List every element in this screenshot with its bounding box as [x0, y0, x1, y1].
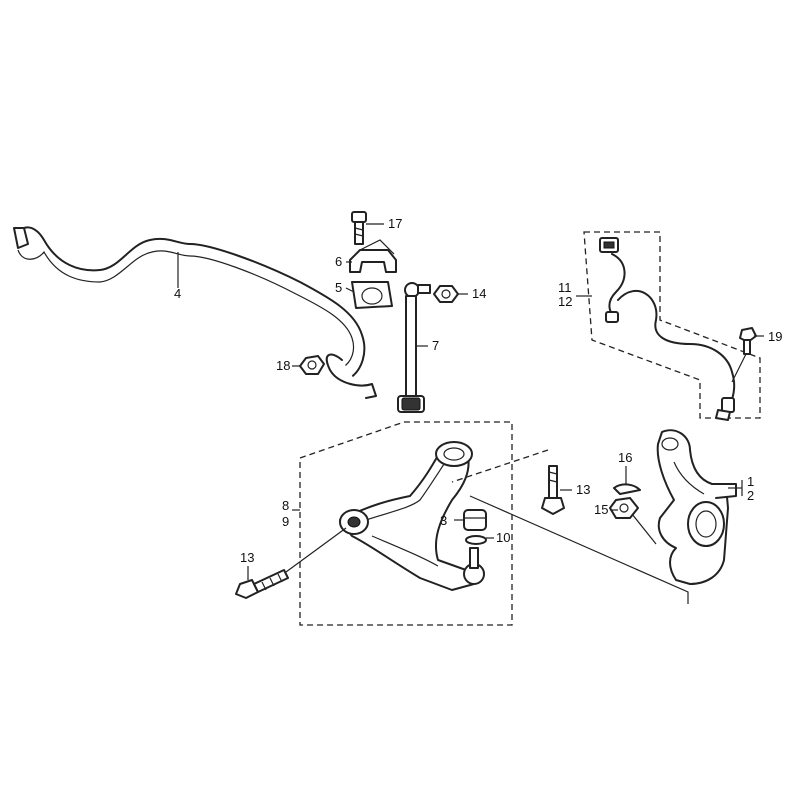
- callout-13-left: 13: [240, 550, 254, 565]
- nut-14: [433, 285, 459, 303]
- callout-17: 17: [388, 216, 402, 231]
- leader-19-sensor: [731, 353, 747, 383]
- bolt-13-left: [235, 569, 289, 599]
- knuckle-1-2: [656, 429, 737, 585]
- bushing-5: [351, 281, 393, 309]
- callout-4: 4: [174, 286, 181, 301]
- callout-11: 11: [558, 280, 572, 295]
- callout-19: 19: [768, 329, 782, 344]
- snap-ring-10: [465, 535, 487, 545]
- callout-15: 15: [594, 502, 608, 517]
- bolt-17: [351, 211, 367, 245]
- stabilizer-link-7: [397, 282, 431, 413]
- relation-line: [469, 495, 689, 604]
- stabilizer-bar: [13, 226, 377, 399]
- callout-18: 18: [276, 358, 290, 373]
- leader-5: [345, 287, 355, 293]
- callout-16: 16: [618, 450, 632, 465]
- callout-8: 8: [282, 498, 289, 513]
- cotter-pin-16: [613, 483, 641, 495]
- bolt-13-right: [541, 465, 565, 515]
- callout-2: 2: [747, 488, 754, 503]
- callout-7: 7: [432, 338, 439, 353]
- sensor-frame: [583, 231, 761, 419]
- callout-14: 14: [472, 286, 486, 301]
- callout-5: 5: [335, 280, 342, 295]
- bolt-19: [739, 327, 757, 355]
- nut-18: [299, 355, 325, 375]
- lower-arm-8-9: [339, 441, 485, 591]
- callout-6: 6: [335, 254, 342, 269]
- leader-15-knuckle: [631, 513, 657, 545]
- callout-1: 1: [747, 474, 754, 489]
- lower-arm-frame: [299, 421, 513, 626]
- abs-sensor-11-12: [599, 237, 736, 421]
- callout-9: 9: [282, 514, 289, 529]
- bushing-holder-6: [349, 249, 397, 273]
- nut-15: [609, 497, 639, 519]
- callout-12: 12: [558, 294, 572, 309]
- bushing-3: [463, 509, 487, 531]
- bracket-6: [359, 239, 395, 255]
- leader-13-left-arm: [285, 527, 347, 573]
- leader-13-right-dash: [451, 449, 549, 483]
- callout-10: 10: [496, 530, 510, 545]
- callout-3: 3: [440, 513, 447, 528]
- callout-labels: 1 2 3 4 5 6 7 8 9 10 11 12 13 13 14 15 1…: [174, 216, 782, 565]
- callout-13-right: 13: [576, 482, 590, 497]
